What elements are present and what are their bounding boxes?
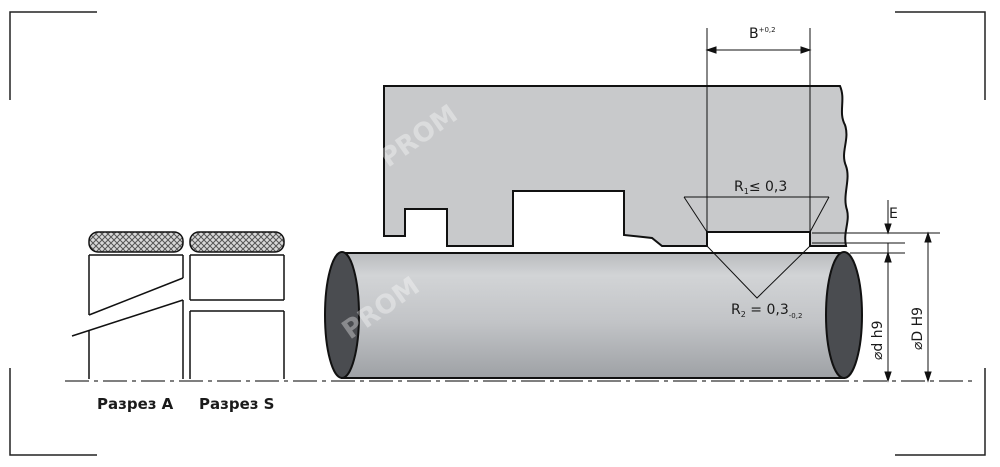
rod-right-end bbox=[825, 251, 863, 379]
frame-corner-marks bbox=[9, 11, 986, 456]
rod bbox=[324, 251, 863, 379]
radius-callouts bbox=[683, 196, 830, 299]
dimension-b bbox=[705, 28, 812, 246]
dimension-rod-diameter-label: ⌀d h9 bbox=[870, 320, 886, 360]
section-s-label: Разрез S bbox=[199, 395, 274, 413]
dimension-bore-diameter-label: ⌀D H9 bbox=[910, 307, 926, 350]
housing-body bbox=[383, 85, 849, 247]
dimension-e-label: E bbox=[889, 206, 898, 222]
dimension-e-and-diameters bbox=[812, 200, 940, 383]
radius-r2-label: R2 = 0,3-0,2 bbox=[731, 302, 802, 320]
rod-left-end bbox=[324, 251, 360, 379]
section-a-ring bbox=[71, 231, 184, 379]
radius-r1-label: R1≤ 0,3 bbox=[734, 179, 787, 196]
dimension-b-label: B+0,2 bbox=[749, 26, 776, 42]
section-a-label: Разрез A bbox=[97, 395, 174, 413]
section-s-ring bbox=[189, 231, 285, 379]
